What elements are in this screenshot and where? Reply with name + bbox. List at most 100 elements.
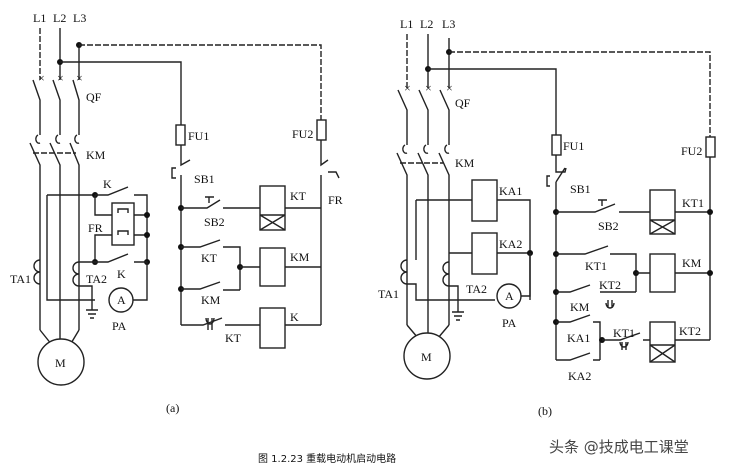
control-wire-l2 [60, 61, 182, 125]
contact-kt [181, 239, 241, 290]
control-wire-l2 [428, 68, 557, 135]
ct-ta1 [33, 259, 41, 285]
breaker-qf: × × × [397, 81, 453, 145]
label-kt1-contact: KT1 [585, 259, 607, 273]
label-fu1: FU1 [188, 129, 209, 143]
ammeter-symbol: A [117, 293, 126, 307]
contact-k-bottom [79, 253, 148, 301]
contact-ka1 [556, 314, 601, 360]
label-km-coil: KM [290, 250, 310, 264]
label-sb2: SB2 [204, 215, 225, 229]
label-kt1-delay: KT1 [613, 326, 635, 340]
label-l3: L3 [73, 11, 86, 25]
label-km-main: KM [455, 156, 475, 170]
figure-caption: 图 1.2.23 重载电动机启动电路 [258, 452, 396, 465]
svg-text:×: × [76, 71, 83, 85]
coil-kt [259, 185, 286, 231]
panel-b-label: (b) [538, 404, 552, 418]
coil-kt2 [649, 321, 676, 363]
label-ta1: TA1 [10, 272, 31, 286]
label-l1: L1 [33, 11, 46, 25]
label-sb2: SB2 [598, 219, 619, 233]
svg-text:×: × [425, 81, 432, 95]
label-ka1: KA1 [499, 184, 522, 198]
motor-m [37, 338, 85, 386]
fuse-fu2 [316, 119, 327, 141]
label-fu1: FU1 [563, 139, 584, 153]
label-kt2-contact: KT2 [599, 278, 621, 292]
label-l2: L2 [53, 11, 66, 25]
label-ka2-contact: KA2 [568, 369, 591, 383]
label-qf: QF [455, 96, 471, 110]
junction [144, 232, 150, 238]
contact-kt1-delay [602, 332, 710, 341]
watermark: 头条 @技成电工课堂 [549, 438, 689, 456]
coil-ka1 [471, 179, 498, 222]
label-l2: L2 [420, 17, 433, 31]
label-km-contact: KM [201, 293, 221, 307]
label-kt-contact: KT [201, 251, 218, 265]
panel-a-label: (a) [166, 401, 179, 415]
ammeter-pa [108, 287, 134, 313]
label-kt-delay: KT [225, 331, 242, 345]
ground-icon [452, 311, 464, 321]
coil-km [259, 247, 286, 287]
stop-button-sb1 [180, 145, 191, 325]
contact-ka2 [556, 352, 600, 361]
motor-label: M [55, 356, 66, 370]
label-ta2: TA2 [86, 272, 107, 286]
svg-text:×: × [446, 81, 453, 95]
label-fr-a: FR [88, 221, 103, 235]
label-km-main: KM [86, 148, 106, 162]
breaker-qf: × × × [32, 71, 83, 135]
label-l1: L1 [400, 17, 413, 31]
label-kt1-coil: KT1 [682, 196, 704, 210]
stop-button-sb1 [555, 155, 567, 360]
label-sb1: SB1 [570, 182, 591, 196]
motor-m [403, 332, 451, 380]
label-ta1: TA1 [378, 287, 399, 301]
contactor-km-main [396, 144, 450, 325]
coil-ka2 [471, 232, 498, 275]
junction [144, 212, 150, 218]
contact-kt1 [556, 245, 637, 292]
fuse-fu1 [175, 124, 186, 146]
label-qf: QF [86, 90, 102, 104]
label-fr-contact: FR [328, 193, 343, 207]
ct-bypass-wire [46, 194, 95, 301]
ground-icon [86, 309, 98, 319]
panel-b: L1 L2 L3 × × × QF KM KA1 KA2 TA [378, 17, 716, 418]
ct-ta1 [400, 259, 495, 301]
contact-k-top [95, 186, 148, 265]
fr-contact [320, 140, 329, 325]
fuse-fu2 [705, 136, 716, 158]
kt2-delay-symbol [605, 300, 615, 309]
ct-ta2 [442, 261, 459, 312]
label-k-top: K [103, 177, 112, 191]
control-wire-l3 [449, 51, 711, 137]
junction [707, 209, 713, 215]
label-fu2: FU2 [681, 144, 702, 158]
svg-text:×: × [404, 81, 411, 95]
label-ka2: KA2 [499, 237, 522, 251]
label-fu2: FU2 [292, 127, 313, 141]
coil-k [259, 307, 286, 349]
ammeter-symbol: A [505, 289, 514, 303]
label-km-contact: KM [570, 300, 590, 314]
label-pa: PA [112, 319, 127, 333]
motor-label: M [421, 350, 432, 364]
fuse-fu1 [551, 134, 562, 156]
label-kt2-coil: KT2 [679, 324, 701, 338]
junction [707, 270, 713, 276]
svg-text:×: × [38, 71, 45, 85]
label-pa: PA [502, 316, 517, 330]
label-kt-coil: KT [290, 189, 307, 203]
label-sb1: SB1 [194, 172, 215, 186]
contactor-km-main [29, 134, 80, 330]
rung-sb2-kt1 [556, 203, 710, 213]
label-ta2: TA2 [466, 282, 487, 296]
label-ka1-contact: KA1 [567, 331, 590, 345]
label-k-coil: K [290, 310, 299, 324]
svg-text:×: × [57, 71, 64, 85]
